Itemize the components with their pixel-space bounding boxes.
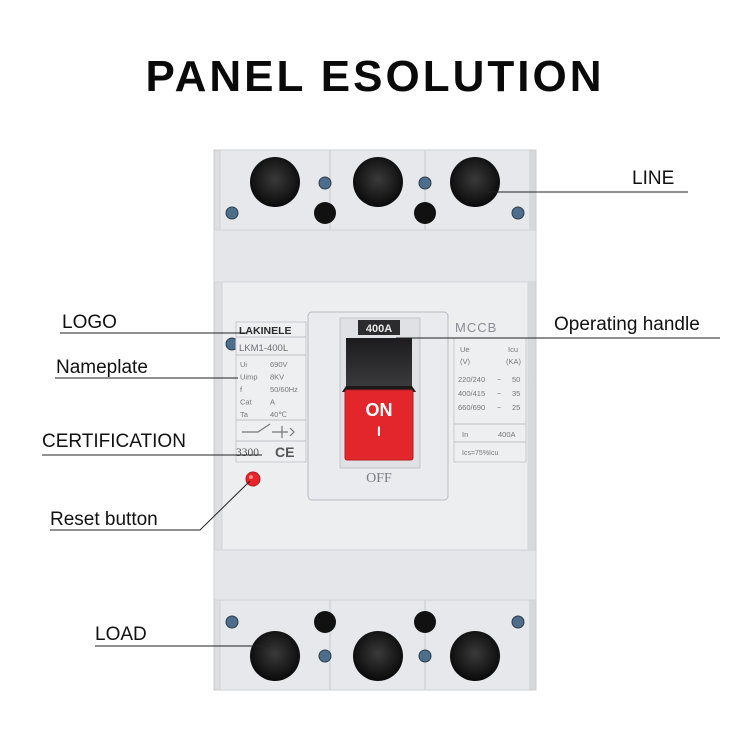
svg-text:(KA): (KA): [506, 357, 522, 366]
rating-spec-icu: 25: [512, 403, 520, 412]
svg-text:In: In: [462, 430, 468, 439]
nameplate-spec-value: 40℃: [270, 410, 287, 419]
svg-text:Icu: Icu: [508, 345, 518, 354]
type-label: MCCB: [455, 320, 497, 335]
rating-badge: [358, 320, 400, 335]
reset-button-callout: Reset button: [50, 509, 158, 530]
reset-callout-leader: [50, 480, 251, 531]
nameplate-spec-value: 690V: [270, 360, 288, 369]
page-title: PANEL ESOLUTION: [145, 52, 605, 101]
logo-callout: LOGO: [62, 312, 117, 333]
rating-spec-icu: 35: [512, 389, 520, 398]
rating-plate-specs: 220/240 ~50 400/415 ~35 660/690 ~25: [458, 375, 520, 412]
rating-spec-voltage: 220/240: [458, 375, 485, 384]
cert-number: 3300: [236, 447, 259, 459]
svg-text:Ue: Ue: [460, 345, 470, 354]
rating-spec-voltage: 400/415: [458, 389, 485, 398]
load-terminal-hole: [450, 631, 500, 681]
reset-button: [245, 471, 261, 487]
svg-text:(V): (V): [460, 357, 471, 366]
rating-spec-separator: ~: [497, 389, 502, 398]
nameplate-spec-key: Uimp: [240, 373, 258, 382]
handle-on-symbol: I: [377, 423, 381, 439]
line-terminal-hole: [250, 157, 300, 207]
nameplate-spec-value: 8KV: [270, 373, 284, 382]
rating-spec-separator: ~: [497, 403, 502, 412]
load-callout: LOAD: [95, 624, 147, 645]
handle-off-label: OFF: [366, 471, 392, 486]
nameplate-spec-key: f: [240, 385, 243, 394]
line-terminal-hole: [450, 157, 500, 207]
load-terminal-hole: [353, 631, 403, 681]
rating-plate: [453, 337, 527, 463]
handle-red-face: [344, 389, 414, 461]
handle-on-label: ON: [366, 400, 393, 420]
svg-text:400A: 400A: [498, 430, 516, 439]
cert-mark: CE: [275, 444, 294, 460]
nameplate: [235, 321, 307, 463]
line-callout: LINE: [632, 168, 675, 189]
operating-handle: [346, 338, 412, 386]
nameplate-callout: Nameplate: [56, 357, 148, 378]
rating-label: 400A: [366, 323, 392, 335]
nameplate-spec-value: A: [270, 398, 275, 407]
svg-text:Ics=75%Icu: Ics=75%Icu: [462, 450, 498, 457]
rating-spec-icu: 50: [512, 375, 520, 384]
load-terminal-hole: [250, 631, 300, 681]
nameplate-spec-key: Cat: [240, 398, 253, 407]
certification-callout: CERTIFICATION: [42, 431, 186, 452]
operating-handle-callout: Operating handle: [554, 314, 700, 335]
line-terminal-hole: [353, 157, 403, 207]
rating-spec-separator: ~: [497, 375, 502, 384]
rating-spec-voltage: 660/690: [458, 403, 485, 412]
nameplate-spec-key: Ta: [240, 410, 249, 419]
nameplate-spec-key: Ui: [240, 360, 247, 369]
brand-logo: LAKINELE: [239, 325, 292, 337]
nameplate-spec-value: 50/60Hz: [270, 385, 298, 394]
model-number: LKM1-400L: [239, 343, 288, 354]
switch-symbol: [242, 423, 295, 438]
